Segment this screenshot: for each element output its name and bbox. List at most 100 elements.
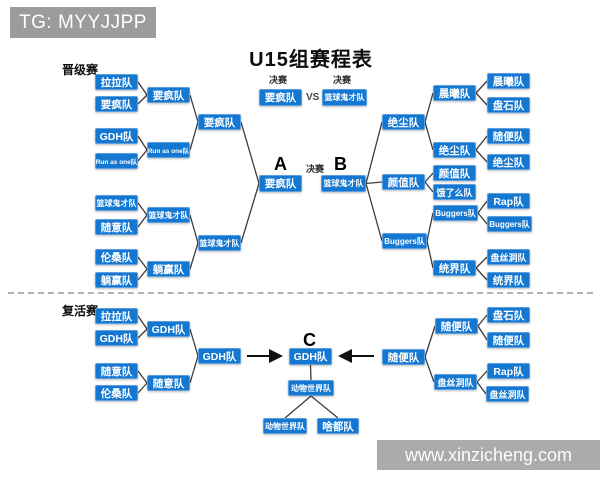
team-box-jr-yanzhi: 颜值队: [433, 165, 476, 181]
team-box-jr-buggers-w1: Buggers队: [433, 205, 478, 221]
connector-line: [284, 395, 312, 419]
team-box-jl-lqgc: 篮球鬼才队: [95, 195, 138, 211]
connector-line: [137, 94, 148, 105]
connector-line: [477, 212, 488, 225]
connector-line: [189, 328, 199, 357]
connector-line: [189, 214, 199, 244]
team-box-jl-yaofeng-w1: 要疯队: [147, 87, 190, 103]
team-box-jr-buggers-w2: Buggers队: [382, 233, 427, 249]
connector-line: [475, 149, 488, 163]
team-box-jl-suiyi: 随意队: [95, 219, 138, 235]
team-box-fh-pansidong-w: 盘丝洞队: [434, 374, 477, 390]
connector-line: [137, 382, 148, 394]
connector-line: [137, 202, 148, 216]
vs-label: VS: [306, 92, 320, 103]
connector-line: [475, 92, 488, 106]
connector-line: [477, 314, 488, 327]
section-label-revival: 复活赛: [62, 304, 99, 318]
team-box-fh-suiyi-w: 随意队: [147, 375, 190, 391]
bracket-letter-a: A: [274, 154, 287, 174]
team-box-fh-dwsj: 动物世界队: [263, 418, 307, 434]
connector-line: [476, 370, 488, 383]
team-box-jl-lala: 拉拉队: [95, 74, 138, 90]
connector-line: [137, 315, 148, 330]
team-box-fh-panshi: 盘石队: [487, 307, 530, 323]
team-box-fh-rap: Rap队: [487, 363, 530, 379]
connector-line: [137, 256, 148, 270]
page-title: U15组赛程表: [249, 49, 373, 71]
section-divider: [8, 292, 593, 294]
connector-line: [309, 364, 312, 381]
connector-line: [137, 81, 148, 96]
team-box-fh-suibian-w2: 随便队: [382, 349, 425, 365]
connector-line: [426, 240, 434, 269]
connector-line: [137, 214, 148, 228]
team-box-jl-gdh: GDH队: [95, 128, 138, 144]
final-label-left: 决赛: [269, 75, 288, 85]
team-box-jr-tongjie: 统界队: [487, 272, 530, 288]
connector-line: [424, 172, 434, 183]
team-box-jl-runasone-w: Run as one队: [147, 142, 190, 158]
connector-line: [365, 121, 383, 184]
team-box-jr-eleme: 饿了么队: [433, 184, 476, 200]
connector-line: [475, 267, 488, 281]
team-box-jl-yaofeng: 要疯队: [95, 96, 138, 112]
team-box-fh-suiyi: 随意队: [95, 363, 138, 379]
team-box-jr-panshi: 盘石队: [487, 97, 530, 113]
team-box-jl-yaofeng-w2: 要疯队: [198, 114, 241, 130]
final-label-right: 决赛: [333, 75, 352, 85]
connector-line: [424, 181, 434, 193]
team-box-fh-lunsang: 伦桑队: [95, 385, 138, 401]
team-box-jr-rap: Rap队: [487, 193, 530, 209]
team-box-jl-tangying-w: 躺赢队: [147, 261, 190, 277]
team-box-semi-a: 要疯队: [259, 175, 302, 192]
connector-line: [137, 149, 148, 162]
team-box-jl-runasone: Run as one队: [95, 153, 138, 169]
connector-line: [189, 94, 199, 123]
connector-line: [424, 356, 435, 383]
team-box-final-right: 篮球鬼才队: [322, 89, 367, 106]
watermark-top: TG: MYYJJPP: [10, 7, 156, 38]
connector-line: [310, 395, 339, 419]
connector-line: [475, 135, 488, 151]
team-box-fh-c: GDH队: [289, 348, 332, 365]
connector-line: [477, 200, 488, 214]
team-box-jr-buggers: Buggers队: [487, 216, 532, 232]
team-box-jr-chenxi: 晨曦队: [487, 73, 530, 89]
connector-line: [189, 242, 199, 270]
connector-line: [240, 121, 260, 184]
connector-line: [365, 181, 383, 185]
team-box-fh-gdh-w1: GDH队: [147, 321, 190, 337]
connector-line: [424, 92, 434, 123]
team-box-jl-lqgc-w1: 篮球鬼才队: [147, 207, 190, 223]
connector-line: [476, 381, 487, 395]
team-box-jl-lqgc-w2: 篮球鬼才队: [198, 235, 241, 251]
team-box-semi-b: 篮球鬼才队: [321, 175, 366, 192]
team-box-fh-dwsj-w: 动物世界队: [288, 380, 334, 396]
team-box-jr-juechen-w2: 绝尘队: [382, 114, 425, 130]
bracket-letter-c: C: [303, 330, 316, 350]
connector-line: [426, 212, 434, 242]
connector-line: [475, 80, 488, 94]
team-box-jr-yanzhi-w: 颜值队: [382, 174, 425, 190]
team-box-fh-pansidong: 盘丝洞队: [486, 386, 529, 402]
connector-line: [475, 256, 488, 269]
connector-line: [137, 370, 148, 384]
team-box-jl-lunsang: 伦桑队: [95, 249, 138, 265]
final-label-center: 决赛: [306, 164, 325, 174]
team-box-jr-juechen-w1: 绝尘队: [433, 142, 476, 158]
connector-line: [240, 183, 260, 244]
connector-line: [424, 121, 434, 151]
bracket-letter-b: B: [334, 154, 347, 174]
connector-line: [477, 325, 488, 341]
team-box-jr-chenxi-w: 晨曦队: [433, 85, 476, 101]
team-box-fh-gdh-w2: GDH队: [198, 348, 241, 364]
watermark-bottom: www.xinzicheng.com: [377, 440, 600, 470]
team-box-fh-lala: 拉拉队: [95, 308, 138, 324]
connector-line: [137, 268, 148, 281]
team-box-jr-juechen: 绝尘队: [487, 154, 530, 170]
team-box-jr-tongjie-w: 统界队: [433, 260, 476, 276]
team-box-fh-gdh: GDH队: [95, 330, 138, 346]
connector-line: [137, 135, 148, 151]
